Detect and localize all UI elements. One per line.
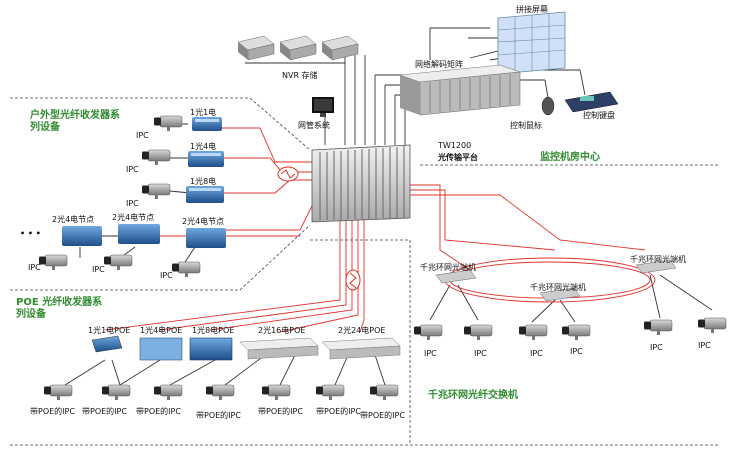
poe-device-5 [321,337,401,360]
nvr-label: NVR 存储 [282,70,318,80]
ipc-label-3: IPC [126,199,139,208]
camera-12 [315,384,345,401]
outdoor-device-2 [188,151,224,167]
tw1200-platform [311,144,411,223]
control-keyboard [564,91,619,113]
stitch-screen [497,11,566,75]
camera-6 [171,261,201,278]
camera-1 [153,115,183,132]
camera-8 [101,384,131,401]
poe-ipc-label-7: 带POE的IPC [360,410,405,420]
outdoor-title-line1: 户外型光纤收发器系 [29,108,120,121]
poe-ipc-label-6: 带POE的IPC [316,406,361,416]
ipc-label-1: IPC [136,131,149,140]
ipc-label-6: IPC [160,271,173,280]
camera-19 [697,317,727,334]
node-device-label-2: 2光4电节点 [112,212,154,222]
ring-node-label-1: 千兆环网光端机 [420,262,476,272]
ipc-label-11: IPC [650,343,663,352]
camera-7 [43,384,73,401]
poe-title-line2: 列设备 [16,307,47,320]
ipc-label-8: IPC [474,349,487,358]
outdoor-device-label-2: 1光4电 [190,141,216,151]
outdoor-device-1 [192,117,222,131]
camera-10 [205,384,235,401]
poe-device-label-1: 1光1电POE [88,325,130,335]
camera-3 [141,183,171,200]
decoder-label: 网络解码矩阵 [415,59,463,69]
poe-ipc-label-4: 带POE的IPC [196,410,241,420]
node-device-label-3: 2光4电节点 [182,216,224,226]
camera-11 [261,384,291,401]
control-mouse [541,96,555,116]
outdoor-device-label-1: 1光1电 [190,107,216,117]
poe-device-3 [189,337,233,361]
camera-13 [369,384,399,401]
outdoor-title-line2: 列设备 [30,120,61,133]
camera-14 [413,324,443,341]
node-device-1 [62,226,102,246]
poe-device-4 [239,337,319,360]
outdoor-device-3 [186,186,224,203]
camera-2 [141,149,171,166]
poe-device-1 [91,335,123,353]
mouse-label: 控制鼠标 [510,120,542,130]
poe-device-label-4: 2光16电POE [258,325,305,335]
camera-15 [463,324,493,341]
ring-node-1 [435,269,477,284]
poe-ipc-label-3: 带POE的IPC [136,406,181,416]
ring-node-2 [539,287,581,302]
camera-4 [38,254,68,271]
ring-title-label: 千兆环网光纤交换机 [428,388,518,401]
ring-node-label-3: 千兆环网光端机 [630,254,686,264]
camera-5 [103,254,133,271]
poe-ipc-label-1: 带POE的IPC [30,406,75,416]
poe-device-label-3: 1光8电POE [192,325,234,335]
ipc-label-9: IPC [530,349,543,358]
poe-device-label-2: 1光4电POE [140,325,182,335]
node-device-2 [118,224,160,244]
camera-16 [518,324,548,341]
mgmt-label: 网管系统 [298,120,330,130]
outdoor-device-label-3: 1光8电 [190,176,216,186]
fiber-symbol-1 [277,166,299,182]
ring-node-label-2: 千兆环网光端机 [530,282,586,292]
ring-node-3 [635,259,677,274]
poe-device-label-5: 2光24电POE [338,325,385,335]
poe-ipc-label-2: 带POE的IPC [82,406,127,416]
poe-title-line1: POE 光纤收发器系 [16,295,102,308]
region-dividers [10,97,720,446]
ipc-label-12: IPC [698,341,711,350]
keyboard-label: 控制键盘 [583,110,615,120]
ipc-label-10: IPC [570,347,583,356]
camera-9 [153,384,183,401]
poe-ipc-label-5: 带POE的IPC [258,406,303,416]
camera-17 [561,324,591,341]
management-pc [312,97,334,117]
ipc-label-2: IPC [126,165,139,174]
ipc-label-5: IPC [92,265,105,274]
camera-18 [643,319,673,336]
platform-name-label: 光传输平台 [437,152,478,162]
platform-model-label: TW1200 [437,141,471,150]
ipc-label-7: IPC [424,349,437,358]
monitor-center-label: 监控机房中心 [540,150,600,163]
nvr-storage [237,35,359,61]
fiber-symbol-2 [345,269,361,291]
node-device-3 [186,228,226,248]
node-device-label-1: 2光4电节点 [52,214,94,224]
ipc-label-4: IPC [28,263,41,272]
ellipsis-label: • • • [20,229,41,238]
poe-device-2 [139,337,183,361]
decoder-matrix [399,64,521,116]
stitch-screen-label: 拼接屏幕 [516,4,548,14]
